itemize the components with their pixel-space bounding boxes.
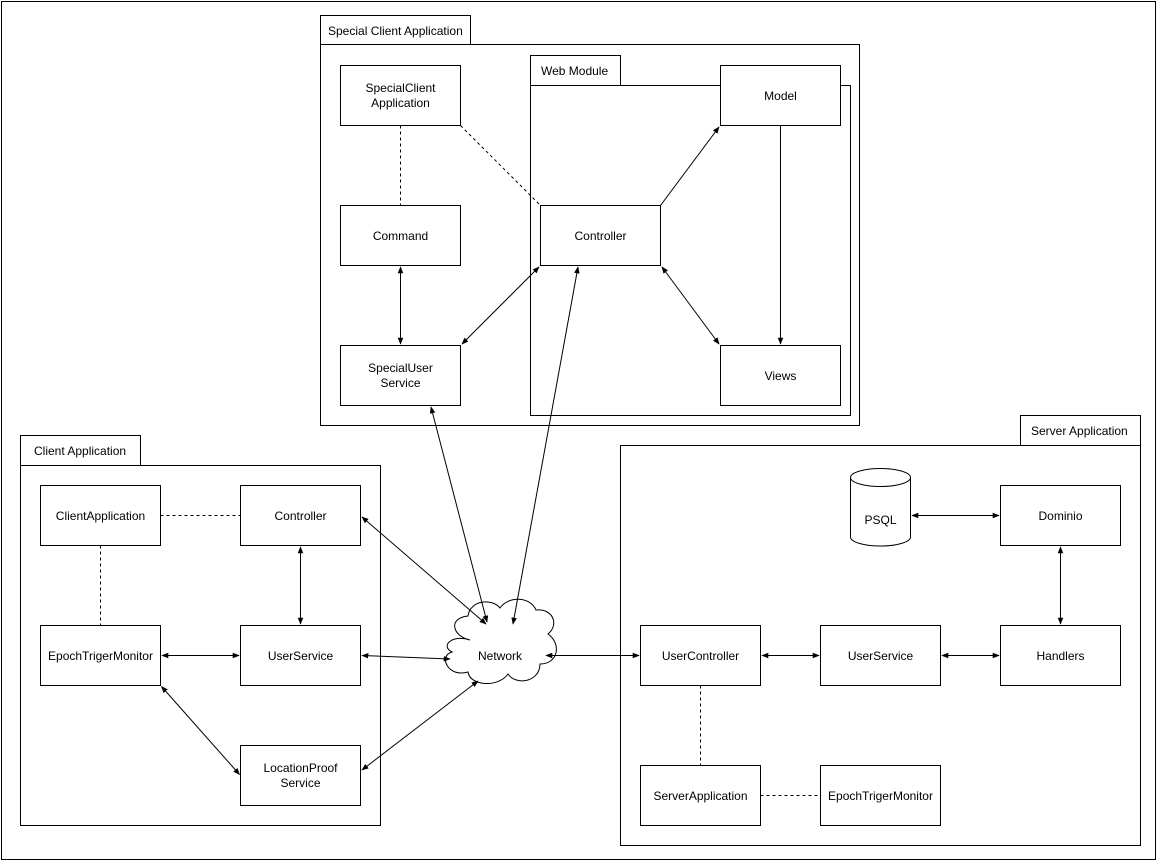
- web-module-title: Web Module: [541, 64, 608, 78]
- server-epochtrigermonitor-label: EpochTrigerMonitor: [828, 789, 933, 803]
- handlers-node[interactable]: Handlers: [1000, 625, 1121, 686]
- server-package: Server Application PSQL Dominio UserCont…: [620, 415, 1141, 846]
- location-network-arrow: [361, 680, 479, 771]
- app-controller-link: [460, 125, 541, 206]
- special-client-title: Special Client Application: [328, 24, 463, 38]
- client-epochtrigermonitor-node[interactable]: EpochTrigerMonitor: [40, 625, 161, 686]
- client-userservice-node[interactable]: UserService: [240, 625, 361, 686]
- specialclient-application-label-1: SpecialClient: [365, 81, 436, 95]
- client-title: Client Application: [34, 444, 126, 458]
- server-userservice-node[interactable]: UserService: [820, 625, 941, 686]
- specialuser-service-label-1: SpecialUser: [368, 361, 433, 375]
- locationproof-service-node[interactable]: LocationProof Service: [240, 745, 361, 806]
- webcontroller-network-arrow: [511, 266, 580, 625]
- web-controller-label: Controller: [574, 229, 626, 243]
- monitor-location-arrow: [161, 685, 240, 776]
- client-controller-label: Controller: [274, 509, 326, 523]
- client-controller-node[interactable]: Controller: [240, 485, 361, 546]
- client-userservice-label: UserService: [268, 649, 334, 663]
- clientapplication-label: ClientApplication: [56, 509, 145, 523]
- controller-views-arrow: [661, 266, 720, 345]
- psql-label: PSQL: [864, 513, 896, 527]
- command-node[interactable]: Command: [340, 205, 461, 266]
- controller-model-arrow: [660, 126, 720, 206]
- views-node[interactable]: Views: [720, 345, 841, 406]
- network-label: Network: [478, 649, 523, 663]
- web-module-tab: [530, 55, 621, 86]
- command-label: Command: [373, 229, 428, 243]
- server-tab: [1020, 415, 1141, 446]
- special-client-package: Special Client Application Web Module Sp…: [320, 15, 860, 426]
- client-package: Client Application ClientApplication Con…: [20, 435, 381, 826]
- clientapplication-node[interactable]: ClientApplication: [40, 485, 161, 546]
- psql-database-node[interactable]: PSQL: [850, 468, 911, 547]
- serverapplication-label: ServerApplication: [653, 789, 747, 803]
- server-userservice-label: UserService: [848, 649, 914, 663]
- web-controller-node[interactable]: Controller: [540, 205, 661, 266]
- special-client-tab: [320, 15, 471, 45]
- serverapplication-node[interactable]: ServerApplication: [640, 765, 761, 826]
- views-label: Views: [765, 369, 797, 383]
- specialclient-application-node[interactable]: SpecialClient Application: [340, 65, 461, 126]
- specialuser-service-node[interactable]: SpecialUser Service: [340, 345, 461, 406]
- clientuserservice-network-arrow: [361, 652, 451, 662]
- server-epochtrigermonitor-node[interactable]: EpochTrigerMonitor: [820, 765, 941, 826]
- locationproof-service-label-1: LocationProof: [263, 761, 338, 775]
- usercontroller-label: UserController: [662, 649, 739, 663]
- dominio-node[interactable]: Dominio: [1000, 485, 1121, 546]
- clientcontroller-network-arrow: [361, 516, 487, 625]
- dominio-label: Dominio: [1038, 509, 1082, 523]
- handlers-label: Handlers: [1036, 649, 1084, 663]
- locationproof-service-label-2: Service: [280, 776, 320, 790]
- server-title: Server Application: [1031, 424, 1128, 438]
- specialclient-application-label-2: Application: [371, 96, 430, 110]
- specialuser-service-label-2: Service: [380, 376, 420, 390]
- web-module-body: [530, 85, 851, 416]
- client-epochtrigermonitor-label: EpochTrigerMonitor: [48, 649, 153, 663]
- model-node[interactable]: Model: [720, 65, 841, 126]
- model-label: Model: [764, 89, 797, 103]
- usercontroller-node[interactable]: UserController: [640, 625, 761, 686]
